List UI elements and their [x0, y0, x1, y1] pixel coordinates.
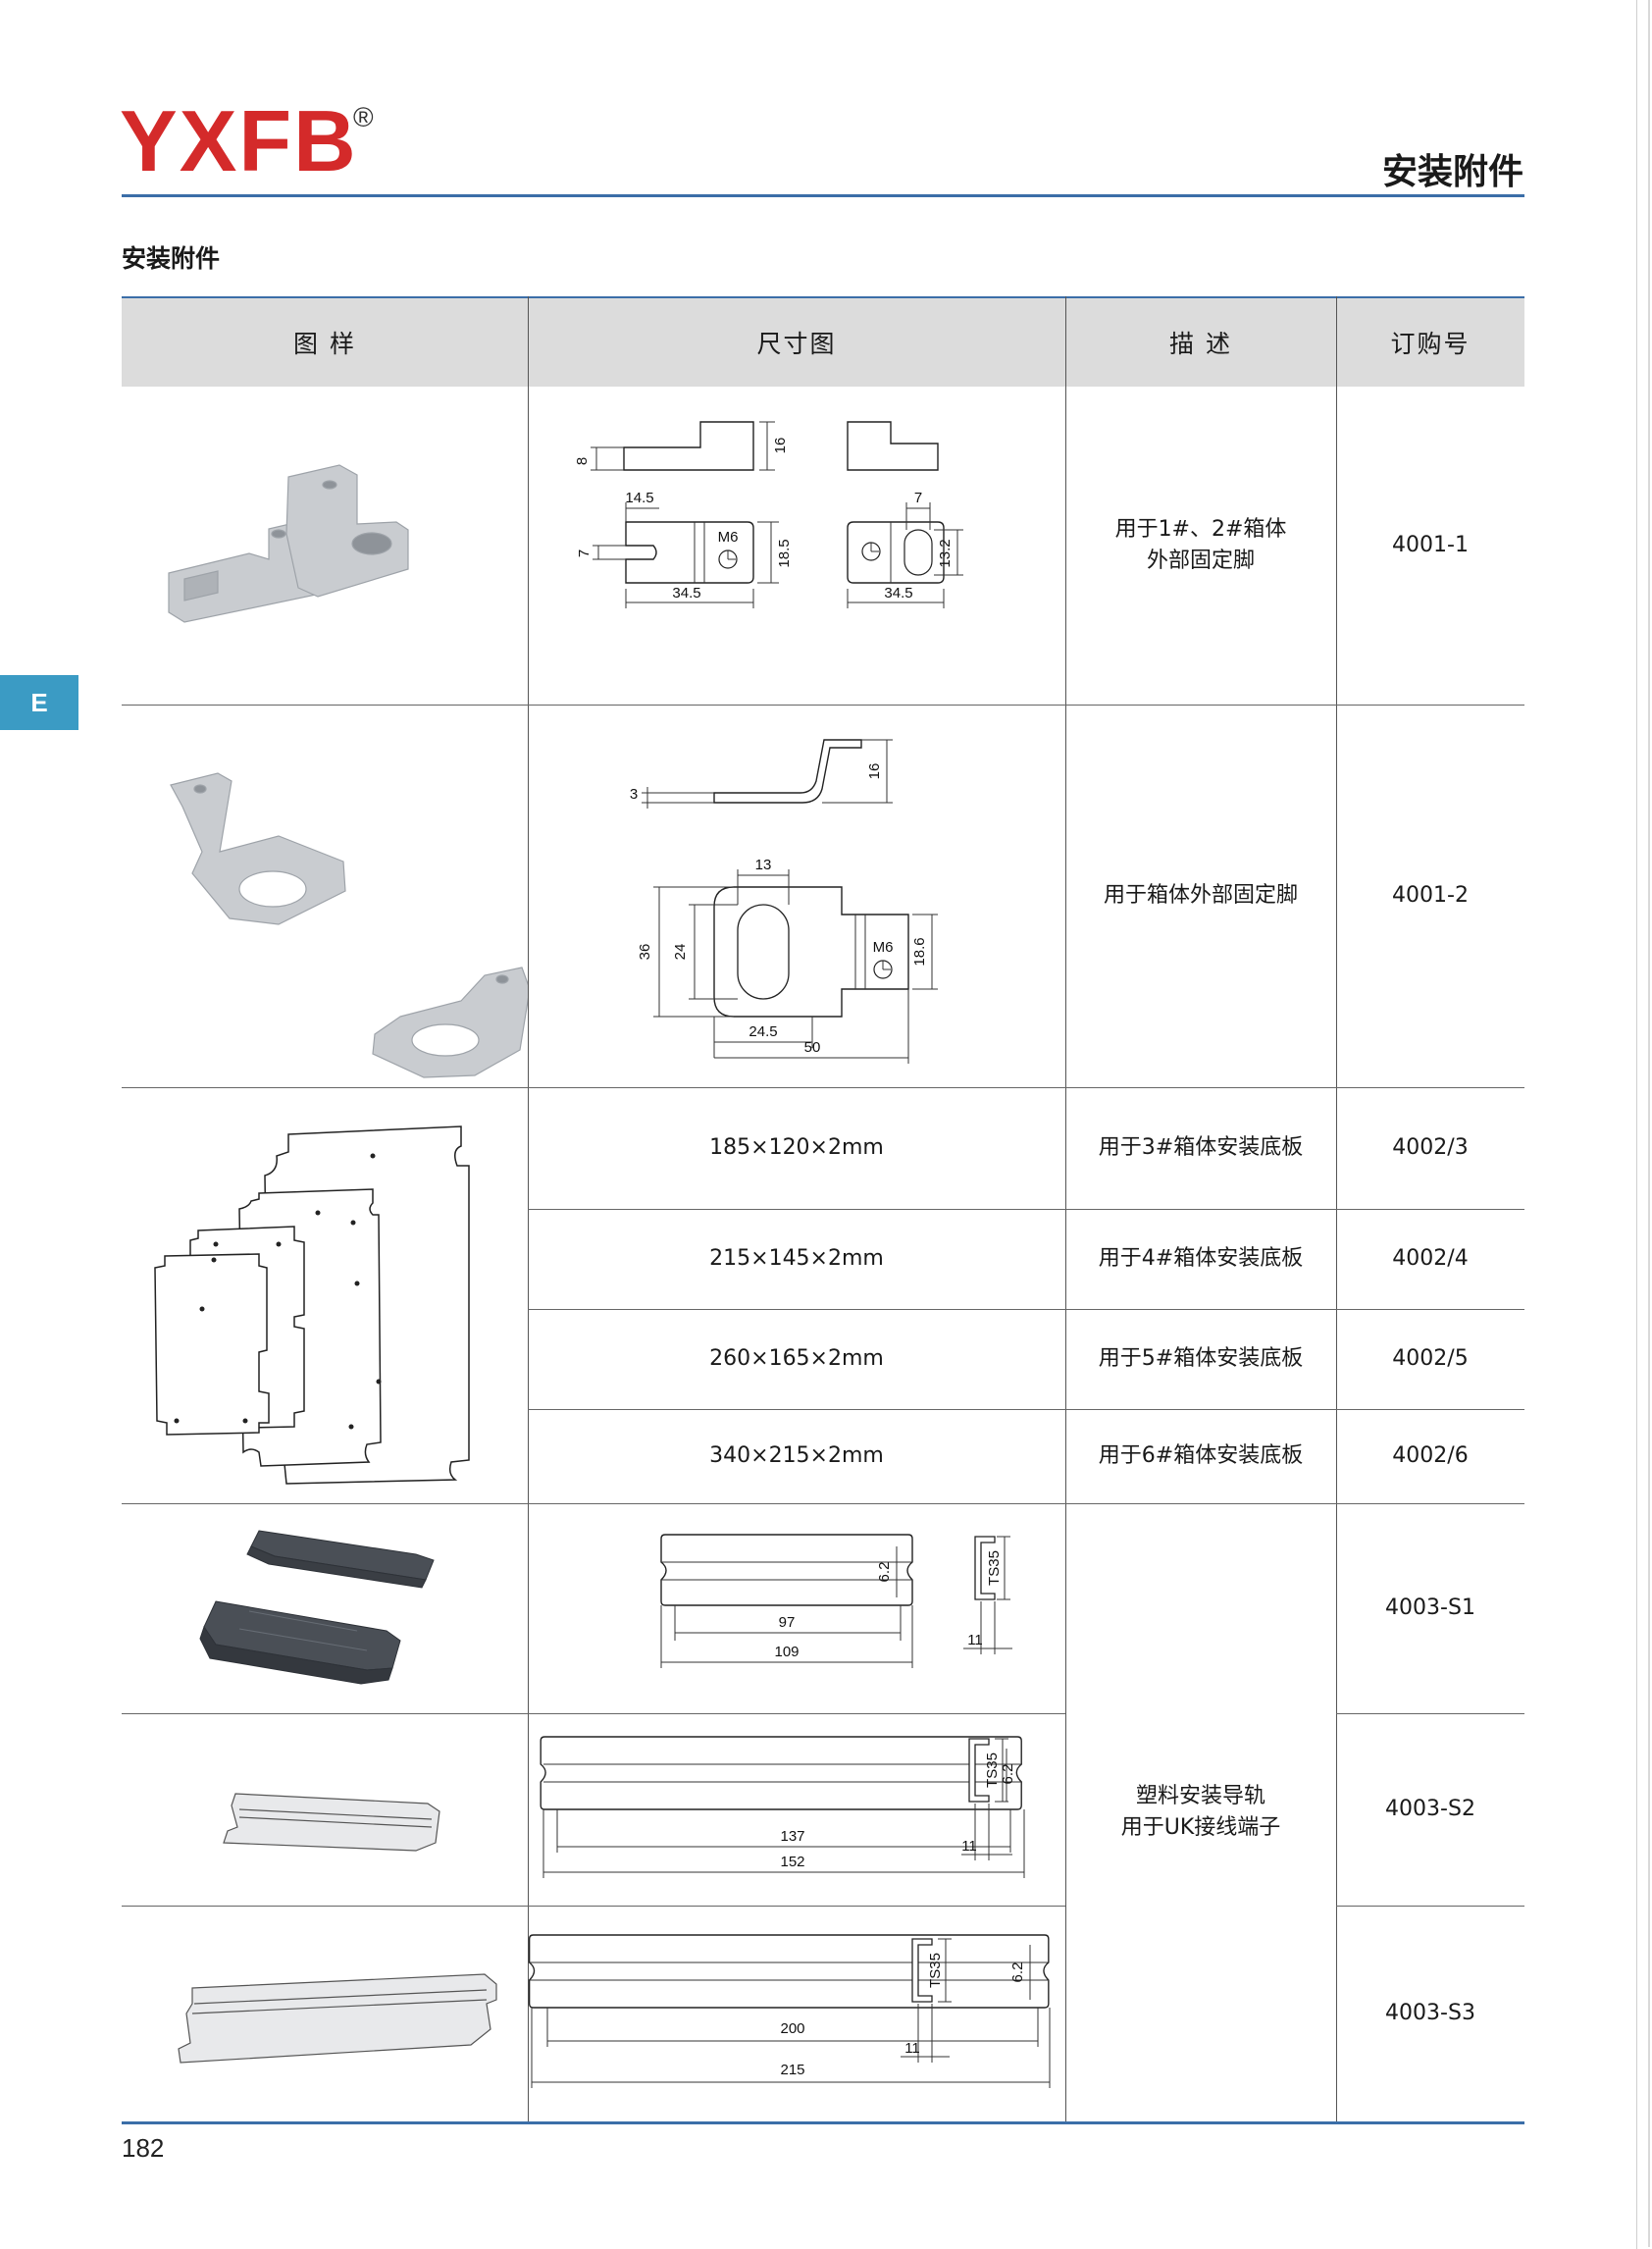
photo-mounting-plates	[154, 1125, 470, 1485]
accessories-table: 图 样 尺寸图 描 述 订购号 8	[122, 296, 1524, 2121]
row-divider	[122, 1503, 1524, 1504]
order-number: 4002/6	[1392, 1443, 1469, 1469]
order-number: 4002/5	[1392, 1346, 1469, 1372]
description-line: 用于1#、2#箱体	[1114, 517, 1287, 543]
photo-rail-s3	[178, 1973, 497, 2064]
dim-label: M6	[718, 529, 739, 546]
dim-label: TS35	[927, 1953, 944, 1988]
dim-label: 18.5	[776, 539, 793, 567]
description-4001-1: 用于1#、2#箱体 外部固定脚	[1065, 387, 1336, 705]
plate-size: 185×120×2mm	[709, 1135, 884, 1161]
dim-label: 109	[774, 1644, 799, 1660]
page-edge-line	[1636, 0, 1637, 2249]
dim-label: 137	[780, 1828, 804, 1845]
description-line: 塑料安装导轨	[1135, 1784, 1265, 1809]
row-divider	[528, 1409, 1524, 1410]
dim-label: 8	[574, 457, 591, 465]
drawing-rail-s1: 6.2 97 109 TS35 11	[660, 1534, 1012, 1668]
dim-label: 13	[755, 857, 772, 873]
dim-label: 152	[780, 1854, 804, 1870]
photo-mounting-foot-4001-2	[170, 772, 528, 1078]
order-number: 4003-S2	[1385, 1797, 1475, 1822]
photo-mounting-foot-4001-1	[168, 464, 409, 623]
dim-label: 6.2	[1000, 1764, 1016, 1785]
dim-label: 7	[914, 490, 922, 506]
photo-rail-s1	[199, 1530, 435, 1685]
dim-label: 24.5	[749, 1023, 777, 1040]
order-number: 4002/4	[1392, 1246, 1469, 1272]
header-rule	[122, 194, 1524, 197]
dim-label: TS35	[984, 1752, 1001, 1788]
description-line: 用于UK接线端子	[1120, 1815, 1281, 1840]
dim-label: 7	[576, 549, 593, 557]
drawing-4001-1: 8 16 M6 14.5 7 18.5 34.5 7 13.2	[574, 421, 963, 608]
dim-label: 11	[961, 1838, 977, 1855]
brand-logo: YXFB	[120, 92, 358, 189]
dim-label: 215	[780, 2062, 804, 2078]
page-title: 安装附件	[1381, 152, 1523, 192]
description-line: 外部固定脚	[1146, 549, 1255, 573]
order-number: 4003-S3	[1385, 2001, 1475, 2026]
dim-label: TS35	[986, 1550, 1003, 1586]
section-title: 安装附件	[122, 244, 221, 273]
drawing-rail-s2: 6.2 137 152 TS35 11	[540, 1736, 1025, 1878]
dim-label: 50	[804, 1039, 821, 1056]
dim-label: 11	[904, 2040, 920, 2057]
order-number: 4001-2	[1392, 883, 1469, 909]
rail-description: 塑料安装导轨 用于UK接线端子	[1065, 1503, 1336, 2121]
plate-size: 340×215×2mm	[709, 1443, 884, 1469]
plate-description: 用于4#箱体安装底板	[1098, 1246, 1304, 1272]
photo-rail-s2	[223, 1793, 440, 1852]
table-header-row: 图 样 尺寸图 描 述 订购号	[122, 296, 1524, 387]
drawing-rail-s3: 6.2 200 215 TS35 11	[528, 1934, 1051, 2088]
row-divider	[1336, 1713, 1524, 1714]
row-divider	[122, 1906, 1065, 1907]
dim-label: 14.5	[625, 490, 653, 506]
col-header-image: 图 样	[293, 330, 356, 358]
col-header-dimensions: 尺寸图	[756, 330, 837, 358]
order-number: 4003-S1	[1385, 1595, 1475, 1621]
row-divider	[528, 1209, 1524, 1210]
plate-description: 用于5#箱体安装底板	[1098, 1346, 1304, 1372]
row-divider	[122, 705, 1524, 706]
plate-size: 260×165×2mm	[709, 1346, 884, 1372]
dim-label: 16	[866, 763, 883, 780]
chapter-tab[interactable]: E	[0, 675, 78, 730]
plate-size: 215×145×2mm	[709, 1246, 884, 1272]
dim-label: 18.6	[911, 937, 928, 966]
dim-label: 24	[672, 944, 689, 961]
dim-label: M6	[873, 939, 894, 956]
row-divider	[528, 1309, 1524, 1310]
dim-label: 16	[772, 438, 789, 454]
drawing-4001-2: 3 16 M6 13 36 24 18.6 24.5 50	[630, 739, 938, 1064]
plate-description: 用于6#箱体安装底板	[1098, 1443, 1304, 1469]
dim-label: 97	[779, 1614, 796, 1631]
dim-label: 6.2	[876, 1562, 893, 1583]
plate-description: 用于3#箱体安装底板	[1098, 1135, 1304, 1161]
row-divider	[122, 1713, 1065, 1714]
col-header-order-no: 订购号	[1390, 330, 1471, 358]
dim-label: 13.2	[937, 539, 954, 567]
description-4001-2: 用于箱体外部固定脚	[1103, 883, 1298, 909]
page-number: 182	[122, 2133, 165, 2163]
footer-rule	[122, 2121, 1524, 2124]
dim-label: 11	[967, 1632, 983, 1648]
order-number: 4002/3	[1392, 1135, 1469, 1161]
registered-mark: ®	[353, 102, 374, 132]
dim-label: 200	[780, 2020, 804, 2037]
col-header-description: 描 述	[1169, 330, 1232, 358]
dim-label: 34.5	[672, 585, 700, 601]
row-divider	[1336, 1906, 1524, 1907]
dim-label: 6.2	[1009, 1962, 1026, 1983]
dim-label: 3	[630, 786, 638, 803]
order-number: 4001-1	[1392, 533, 1469, 558]
dim-label: 36	[637, 944, 653, 961]
row-divider	[122, 1087, 1524, 1088]
dim-label: 34.5	[884, 585, 912, 601]
